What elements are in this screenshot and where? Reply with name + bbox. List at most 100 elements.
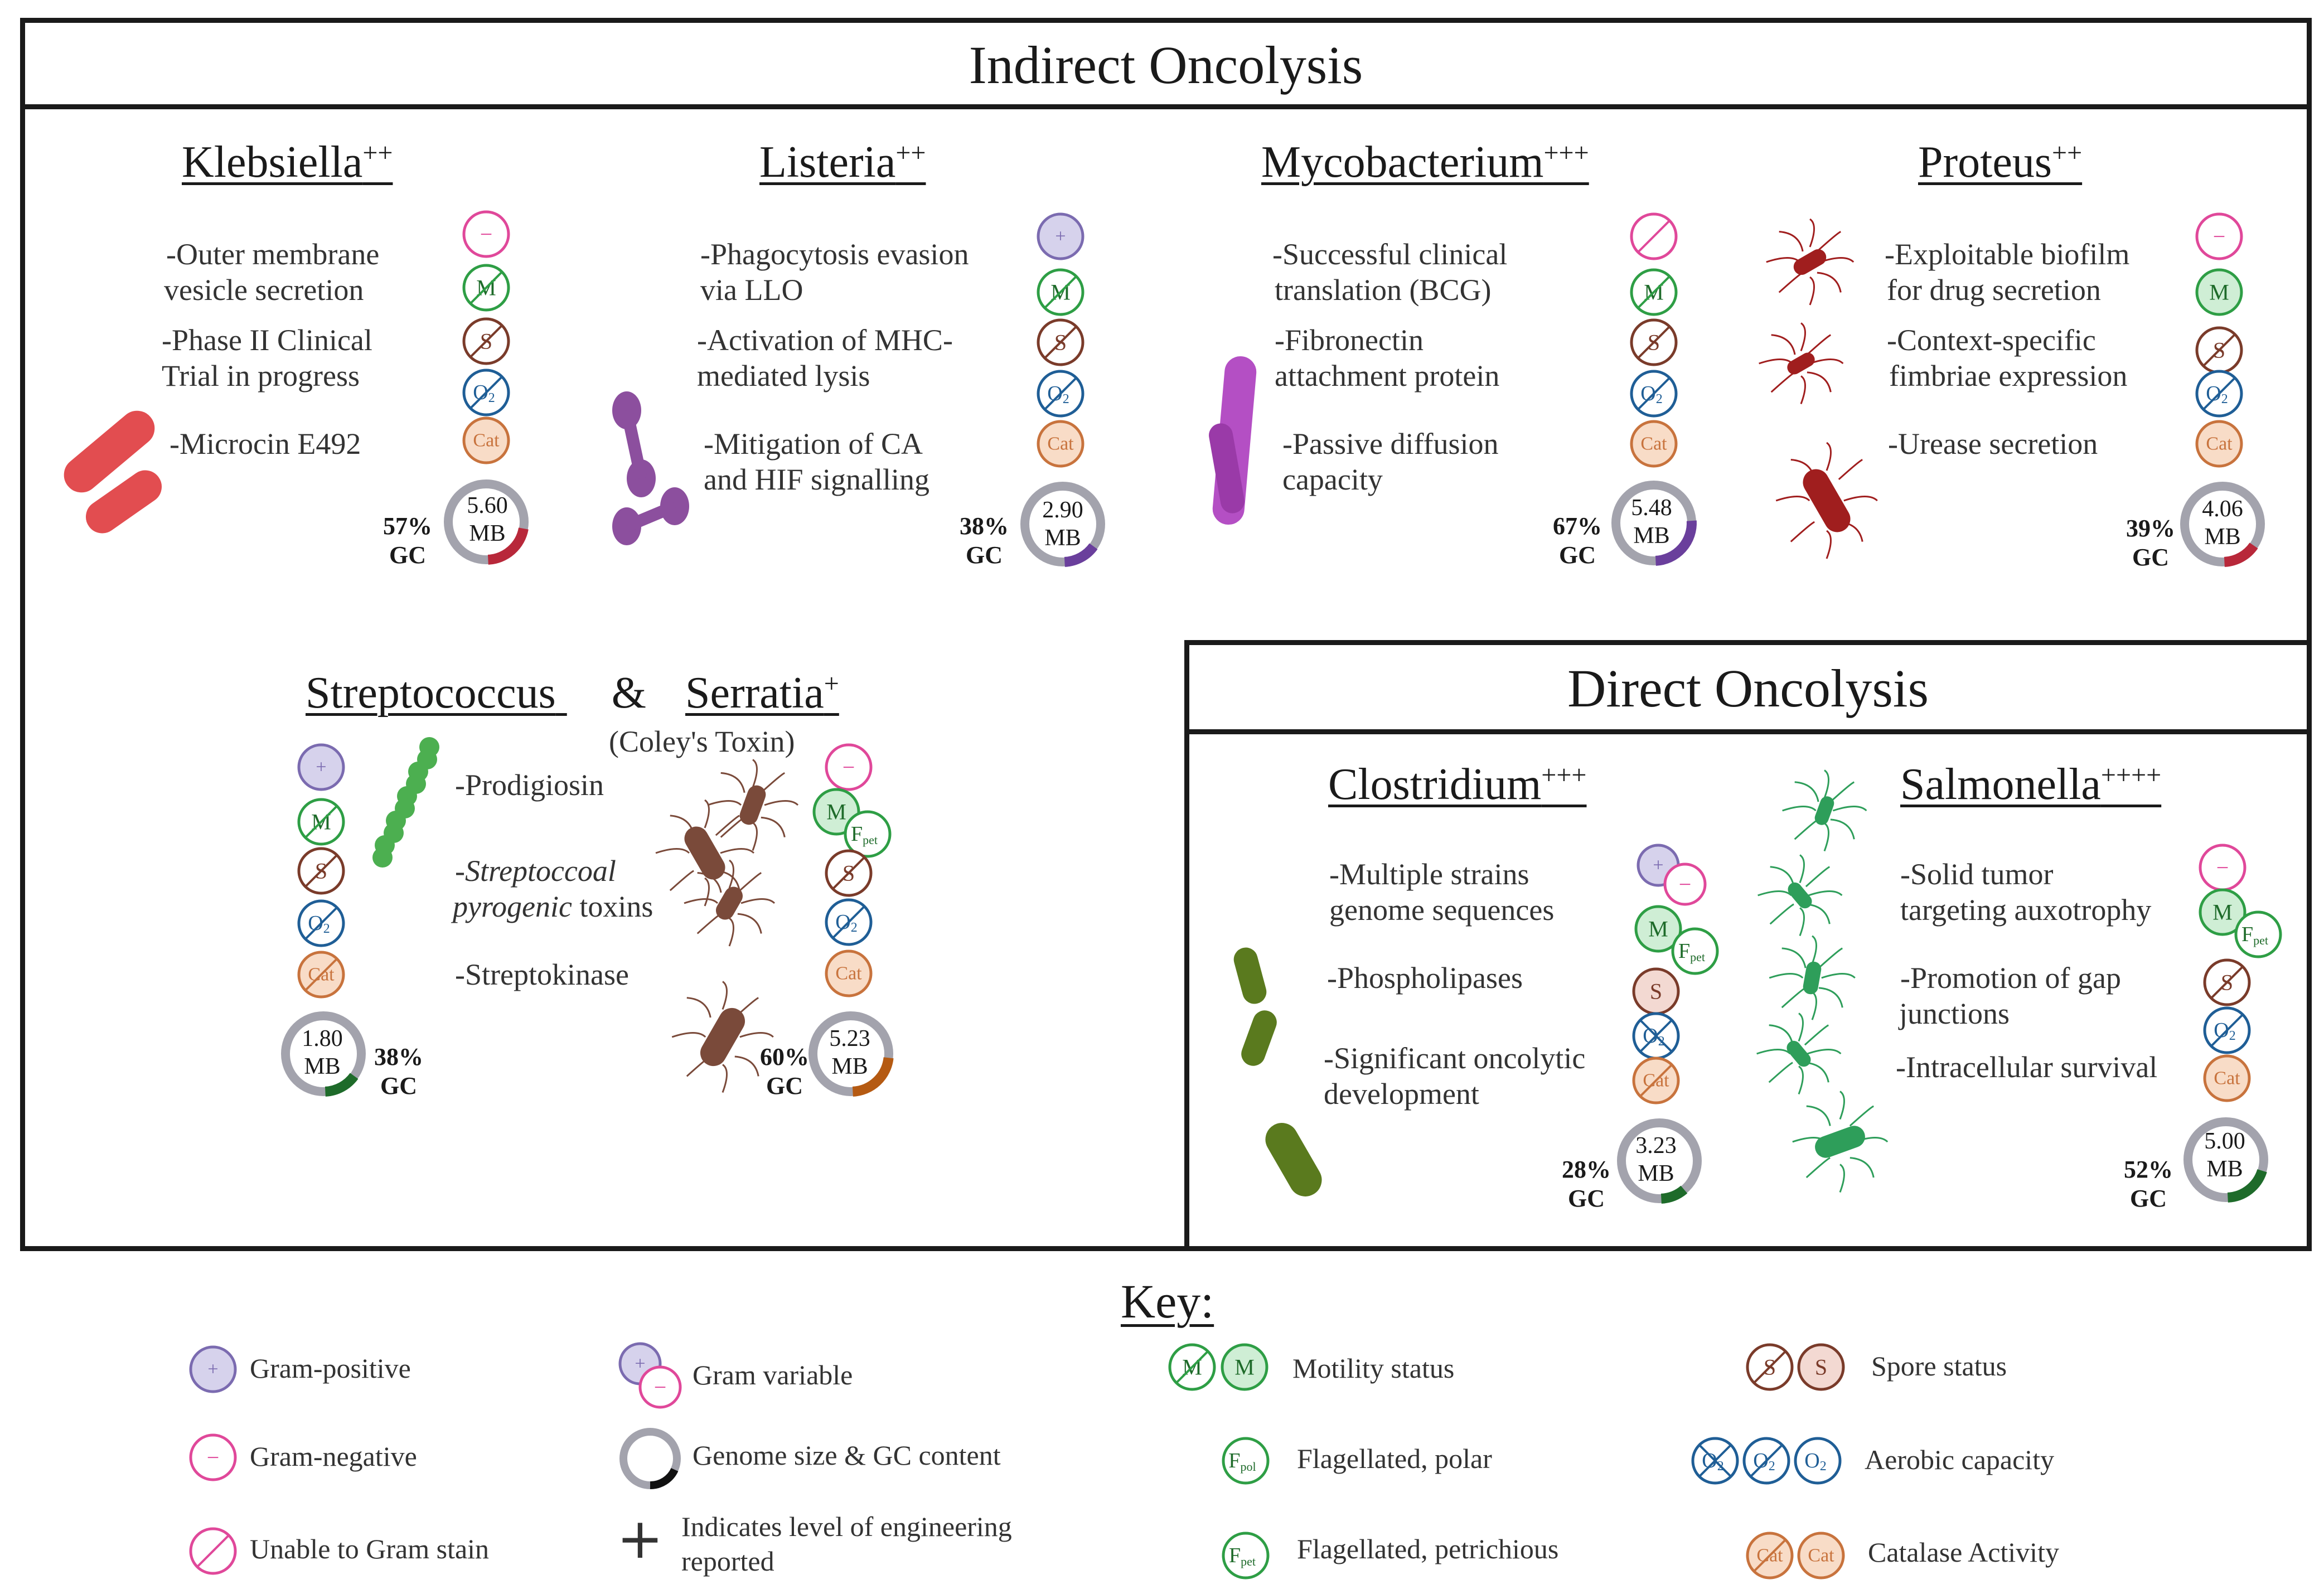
listeria-feature-3: -Mitigation of CA [704,427,923,461]
proteus-gc-pct: 39% [2126,515,2175,542]
salmonella-spore-icon: S [2203,958,2251,1006]
clostridium-oxygen-icon: O2 [1632,1012,1680,1060]
listeria-gram-positive-icon-symbol: + [1055,226,1066,247]
clostridium-genome-unit: MB [1638,1161,1674,1186]
proteus-genome: 4.06 MB [2189,495,2256,551]
salmonella-genome: 5.00 MB [2191,1127,2258,1183]
listeria-genome-num: 2.90 [1042,497,1083,523]
direct-oncolysis-banner: Direct Oncolysis [1189,645,2307,734]
listeria-motility-icon: M [1037,268,1084,316]
listeria-gram-positive-icon: + [1037,212,1084,260]
key-title: Key: [1121,1275,1214,1328]
salmonella-motility-icon: M [2199,888,2246,936]
clostridium-catalase-icon: Cat [1632,1057,1680,1104]
proteus-feature-2: -Context-specific [1887,323,2096,357]
key-catalase-yes-icon: Cat [1797,1532,1845,1580]
listeria-catalase-icon: Cat [1037,420,1084,468]
key-engineering-1: Indicates level of engineering [681,1511,1012,1542]
key-genome-ring-icon [619,1428,681,1490]
proteus-feature-1b: for drug secretion [1887,273,2101,307]
mycobacterium-gram-unable-icon [1630,212,1678,260]
mycobacterium-feature-3: -Passive diffusion [1282,427,1499,461]
key-genome: Genome size & GC content [693,1440,1001,1471]
clostridium-bacterium-image-3 [1265,1123,1322,1196]
salmonella-gram-negative-icon-symbol: − [2216,855,2229,880]
mycobacterium-genome-num: 5.48 [1631,495,1672,521]
key-gram-positive: Gram-positive [250,1353,411,1384]
salmonella-feature-1b: targeting auxotrophy [1900,893,2152,927]
mycobacterium-feature-1: -Successful clinical [1272,238,1508,271]
mycobacterium-title: Mycobacterium+++ [1261,137,1589,188]
strep-catalase-icon: Cat [297,951,345,999]
clostridium-title: Clostridium+++ [1328,759,1586,810]
proteus-catalase-icon-letter: Cat [2206,434,2233,454]
klebsiella-bacterium-image-2 [85,470,162,534]
key-motility: Motility status [1292,1353,1455,1384]
listeria-catalase-icon-letter: Cat [1047,434,1074,454]
serratia-gc: 60% GC [754,1043,815,1101]
strep-bacterium-image [372,737,439,868]
klebsiella-oxygen-icon: O2 [462,369,510,416]
klebsiella-genome: 5.60 MB [454,492,521,548]
salmonella-genome-unit: MB [2206,1156,2243,1182]
key-oxygen-yes-icon-letter: O2 [1804,1449,1826,1474]
klebsiella-genome-ring [444,479,529,565]
serratia-genome-num: 5.23 [829,1026,870,1052]
clostridium-flagella-icon: Fpet [1671,927,1719,975]
mycobacterium-genome: 5.48 MB [1618,494,1685,550]
klebsiella-motility-icon: M [462,264,510,312]
key-gram-negative-icon-symbol: − [207,1445,220,1470]
klebsiella-gc: 57% GC [377,512,438,570]
klebsiella-gc-label: GC [389,541,426,569]
salmonella-catalase-icon: Cat [2203,1054,2251,1102]
mycobacterium-name: Mycobacterium [1261,138,1544,187]
key-flag-polar-icon: Fpol [1222,1437,1270,1485]
proteus-spore-icon: S [2195,326,2243,374]
proteus-gram-negative-icon-symbol: − [2213,224,2226,249]
strep-genome-ring [281,1011,366,1097]
proteus-bacterium-image-2 [1759,322,1844,405]
clostridium-genome: 3.23 MB [1623,1132,1689,1188]
key-catalase: Catalase Activity [1868,1537,2059,1568]
mycobacterium-catalase-icon-letter: Cat [1640,434,1667,454]
salmonella-gram-negative-icon: − [2199,844,2246,892]
listeria-level: ++ [895,138,926,168]
mycobacterium-feature-2: -Fibronectin [1275,323,1424,357]
proteus-level: ++ [2052,138,2083,168]
proteus-motility-icon-letter: M [2209,280,2229,305]
salmonella-title: Salmonella++++ [1900,759,2161,810]
proteus-oxygen-icon: O2 [2195,370,2243,418]
listeria-title: Listeria++ [759,137,926,188]
key-oxygen-part-icon: O2 [1742,1437,1790,1485]
listeria-genome-unit: MB [1044,525,1081,551]
klebsiella-feature-2: -Phase II Clinical [162,323,372,357]
mycobacterium-level: +++ [1543,138,1589,168]
strep-feature-2-a: -Streptoccoal [455,854,616,888]
key-oxygen-no-icon: O2 [1691,1437,1739,1485]
strep-feature-3: -Streptokinase [455,958,629,991]
proteus-catalase-icon: Cat [2195,420,2243,468]
indirect-oncolysis-banner: Indirect Oncolysis [25,23,2307,109]
serratia-motility-icon-letter: M [826,800,846,825]
serratia-name: Serratia [685,668,824,718]
klebsiella-bacterium-image [64,410,155,493]
mycobacterium-genome-unit: MB [1633,523,1670,549]
mycobacterium-motility-icon: M [1630,268,1678,316]
salmonella-flagella-icon: Fpet [2234,910,2282,958]
key-engineering-symbol: + [617,1506,664,1571]
strep-oxygen-icon: O2 [297,899,345,947]
serratia-bacterium-image [707,759,799,851]
serratia-bacterium-image-4 [671,981,774,1093]
klebsiella-genome-num: 5.60 [467,493,508,519]
salmonella-bacterium-image-2 [1757,854,1843,937]
salmonella-feature-3: -Intracellular survival [1896,1050,2158,1084]
serratia-level: + [824,668,839,699]
key-flag-peri: Flagellated, petrichious [1297,1533,1559,1564]
klebsiella-title: Klebsiella++ [182,137,393,188]
proteus-genome-num: 4.06 [2202,496,2243,522]
key-motility-yes-icon: M [1221,1343,1268,1391]
mycobacterium-feature-3b: capacity [1282,463,1383,496]
proteus-feature-1: -Exploitable biofilm [1885,238,2130,271]
clostridium-spore-icon-letter: S [1650,979,1662,1004]
mycobacterium-bacterium-image-2 [1209,423,1245,513]
